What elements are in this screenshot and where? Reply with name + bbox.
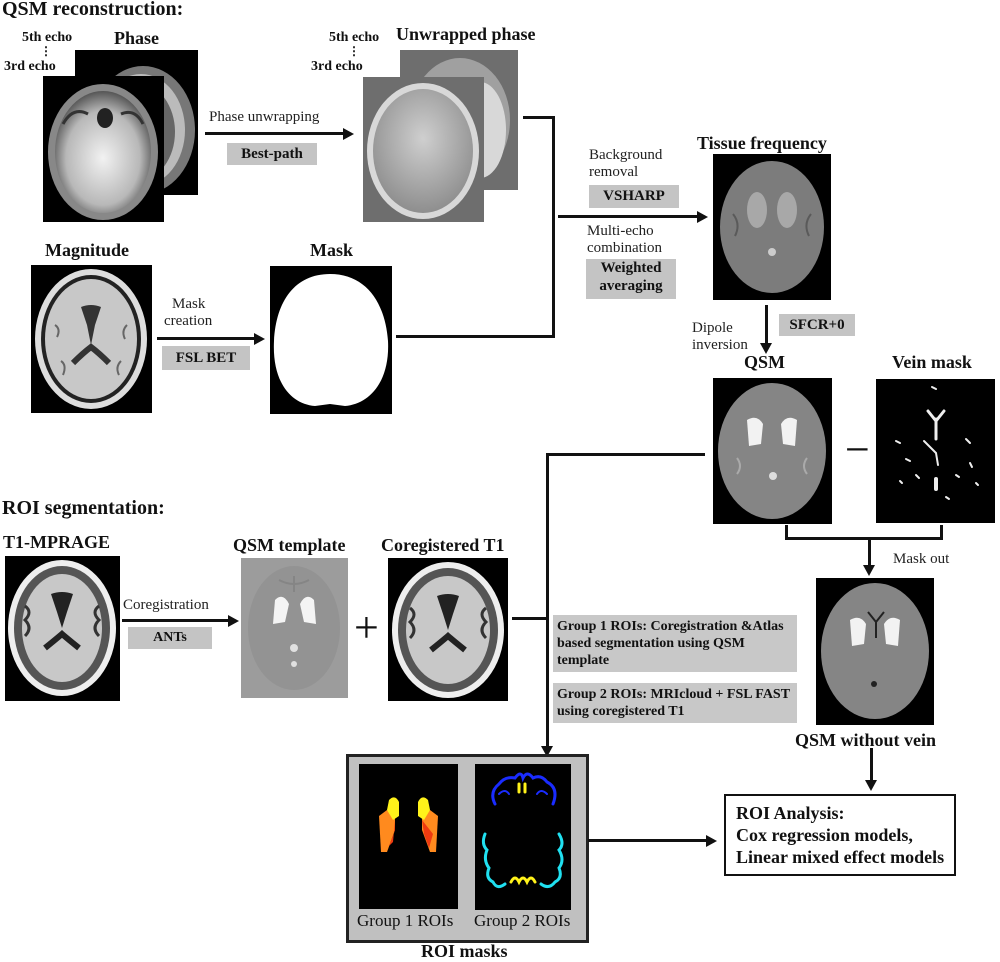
unwrapped-echo-label-3rd: 3rd echo: [311, 59, 363, 74]
qsm-template-title: QSM template: [233, 535, 346, 555]
unwrapped-phase-title: Unwrapped phase: [396, 24, 536, 44]
roi-analysis-line2: Cox regression models,: [736, 825, 913, 845]
qsm-title: QSM: [744, 352, 786, 372]
dipole-inversion-label-line1: Dipole: [692, 320, 733, 336]
coregistered-t1-image: [388, 558, 508, 701]
multi-echo-label-line1: Multi-echo: [587, 223, 654, 239]
roi-masks-title: ROI masks: [421, 941, 508, 961]
connector-mask-out: [396, 335, 555, 338]
dipole-inversion-arrowhead-icon: [760, 343, 772, 354]
mask-title: Mask: [310, 240, 354, 260]
section-title-roi-segmentation: ROI segmentation:: [2, 497, 165, 519]
group2-rois-caption: Group 2 ROIs: [474, 911, 571, 930]
dipole-inversion-arrow-line: [765, 305, 768, 345]
dipole-inversion-label-line2: inversion: [692, 337, 748, 353]
connector-unwrapped-phase-out: [523, 116, 554, 119]
connector-coregistered-t1: [512, 617, 548, 620]
mask-out-arrowhead-icon: [863, 565, 875, 576]
group2-rois-image: [475, 764, 571, 910]
weighted-averaging-line2: averaging: [599, 278, 663, 294]
connector-qsm-to-roi: [547, 453, 705, 456]
group1-rois-caption: Group 1 ROIs: [357, 911, 454, 930]
mask-image: [270, 266, 392, 414]
coregistration-arrowhead-icon: [228, 615, 239, 627]
bracket-right-leg: [940, 525, 943, 539]
coregistered-t1-title: Coregistered T1: [381, 535, 505, 555]
sfcr-method-box: SFCR+0: [779, 314, 855, 336]
vein-mask-title: Vein mask: [892, 352, 972, 372]
echo-label-5th: 5th echo: [22, 30, 73, 45]
coregistration-arrow-line: [122, 619, 230, 622]
phase-title: Phase: [114, 28, 159, 48]
group1-rois-note: Group 1 ROIs: Coregistration &Atlas base…: [553, 615, 797, 672]
mask-creation-arrow-line: [157, 337, 255, 340]
roi-to-analysis-arrowhead-icon: [706, 835, 717, 847]
qsm-without-vein-title: QSM without vein: [795, 730, 937, 750]
ants-method-box: ANTs: [128, 627, 212, 649]
mask-out-label: Mask out: [893, 551, 950, 567]
unwrapped-phase-image-3rd-echo: [363, 77, 484, 222]
qsm-template-image: [241, 558, 348, 698]
best-path-method-box: Best-path: [227, 143, 317, 165]
qsm-image: [713, 378, 832, 524]
t1-mprage-image: [5, 556, 120, 701]
mask-creation-label-line2: creation: [164, 313, 213, 329]
roi-analysis-box: ROI Analysis: Cox regression models, Lin…: [724, 794, 957, 876]
mask-creation-arrowhead-icon: [254, 333, 265, 345]
group2-rois-note: Group 2 ROIs: MRIcloud + FSL FAST using …: [553, 683, 797, 723]
multi-echo-label-line2: combination: [587, 240, 662, 256]
magnitude-title: Magnitude: [45, 240, 130, 260]
vein-mask-image: [876, 379, 995, 523]
connector-merge-vertical: [552, 116, 555, 338]
analysis-arrowhead-icon: [865, 780, 877, 791]
connector-roi-vertical: [546, 453, 549, 750]
roi-analysis-line1: ROI Analysis:: [736, 803, 845, 823]
bracket-horizontal: [785, 537, 943, 540]
t1-mprage-title: T1-MPRAGE: [3, 532, 110, 552]
phase-unwrapping-label: Phase unwrapping: [209, 109, 320, 125]
qsm-without-vein-image: [816, 578, 934, 725]
background-removal-label-line1: Background: [589, 147, 663, 163]
vsharp-method-box: VSHARP: [589, 185, 679, 208]
analysis-arrow-line: [870, 748, 873, 782]
background-removal-arrow-line: [558, 215, 698, 218]
phase-image-3rd-echo: [43, 76, 164, 222]
echo-label-3rd: 3rd echo: [4, 59, 56, 74]
coregistration-label: Coregistration: [123, 597, 209, 613]
echo-label-dots: ⋮: [40, 44, 52, 58]
phase-unwrapping-arrow-line: [205, 132, 345, 135]
weighted-averaging-method-box: Weighted averaging: [586, 259, 676, 299]
group1-rois-image: [359, 764, 458, 909]
minus-operator: −: [845, 425, 870, 474]
tissue-frequency-title: Tissue frequency: [697, 133, 827, 153]
background-removal-label-line2: removal: [589, 164, 639, 180]
mask-creation-label-line1: Mask: [172, 296, 206, 312]
plus-operator: +: [354, 603, 379, 652]
weighted-averaging-line1: Weighted: [600, 260, 662, 276]
mask-out-arrow-line: [868, 537, 871, 567]
fsl-bet-method-box: FSL BET: [162, 346, 250, 370]
section-title-qsm-reconstruction: QSM reconstruction:: [2, 0, 184, 20]
bracket-left-leg: [785, 525, 788, 539]
tissue-frequency-image: [713, 154, 831, 300]
magnitude-image: [31, 265, 152, 413]
unwrapped-echo-label-5th: 5th echo: [329, 30, 380, 45]
unwrapped-echo-label-dots: ⋮: [348, 44, 360, 58]
phase-unwrapping-arrowhead-icon: [343, 128, 354, 140]
roi-masks-arrowhead-icon: [541, 746, 553, 757]
roi-analysis-line3: Linear mixed effect models: [736, 847, 945, 867]
roi-to-analysis-arrow-line: [588, 839, 708, 842]
background-removal-arrowhead-icon: [697, 211, 708, 223]
